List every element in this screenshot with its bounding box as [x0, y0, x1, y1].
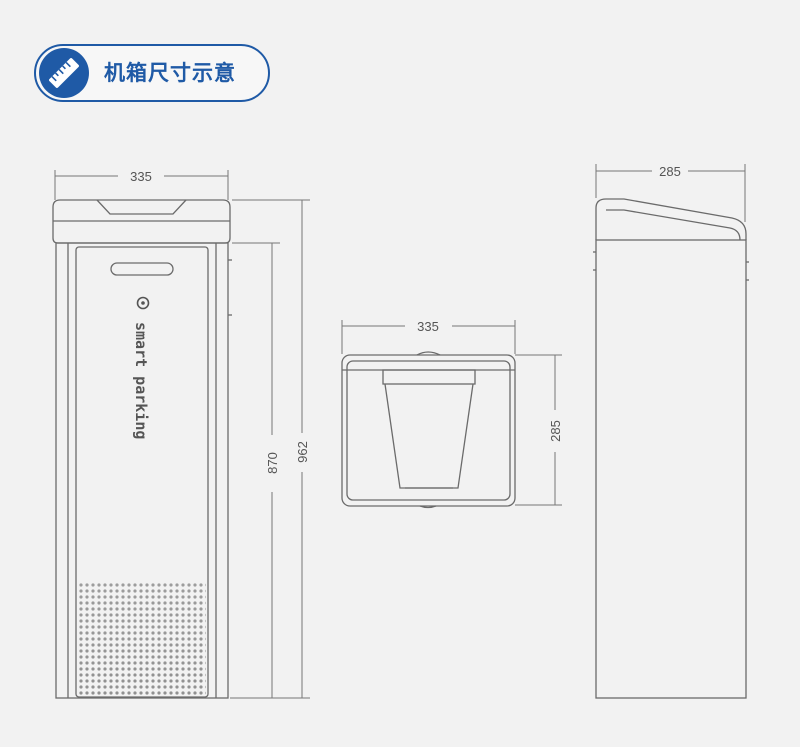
title-badge: 机箱尺寸示意 — [34, 44, 270, 102]
side-depth-dimension — [595, 164, 746, 222]
side-view — [593, 164, 749, 699]
top-depth-dimension — [515, 354, 562, 506]
side-depth-label: 285 — [659, 164, 681, 179]
front-panel-height-label: 870 — [265, 452, 280, 474]
top-depth-label: 285 — [548, 420, 563, 442]
brand-logo-icon — [136, 296, 150, 310]
top-width-dimension — [341, 320, 516, 354]
top-view — [341, 320, 562, 509]
front-total-height-label: 962 — [295, 441, 310, 463]
top-width-label: 335 — [417, 319, 439, 334]
front-width-label: 335 — [130, 169, 152, 184]
front-width-dimension — [54, 170, 229, 200]
page-title: 机箱尺寸示意 — [104, 61, 236, 85]
ruler-icon — [39, 48, 89, 98]
front-view — [52, 170, 310, 699]
brand-text: smart parking — [132, 322, 150, 439]
front-height-dimensions — [230, 199, 310, 699]
